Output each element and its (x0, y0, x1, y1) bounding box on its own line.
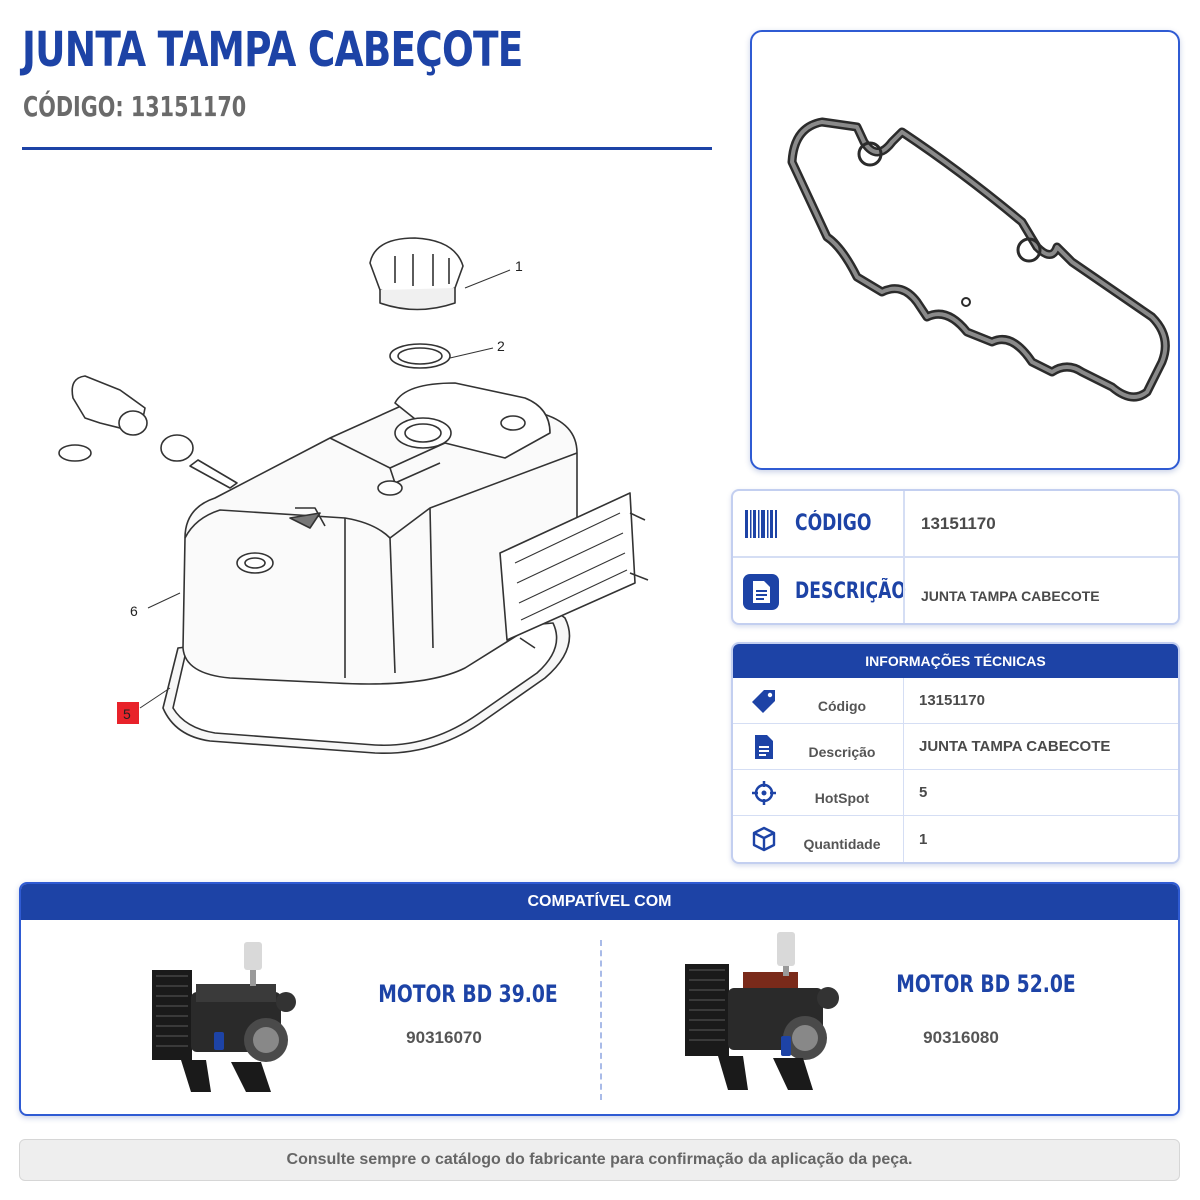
cell-divider (903, 558, 905, 623)
exploded-diagram: 1 2 6 5 (58, 237, 649, 755)
tag-icon (747, 678, 781, 723)
compatibility-section: COMPATÍVEL COM MOTOR BD 39.0E 90316070 M… (19, 882, 1180, 1116)
hotspot-highlight (117, 702, 139, 724)
engine-code-bd52: 90316080 (923, 1028, 999, 1047)
disclaimer-note: Consulte sempre o catálogo do fabricante… (19, 1139, 1180, 1181)
tech-code-label: Código (817, 697, 867, 714)
tech-description-value: JUNTA TAMPA CABECOTE (919, 738, 1111, 755)
tech-row-code: Código 13151170 (733, 678, 1178, 724)
cell-divider (903, 770, 904, 815)
engine-name-bd39: MOTOR BD 39.0E (378, 980, 558, 1008)
engine-name-bd52: MOTOR BD 52.0E (896, 970, 1076, 998)
cell-divider (903, 491, 905, 556)
document-icon (733, 558, 788, 623)
cell-divider (903, 724, 904, 769)
gasket-photo (787, 117, 1170, 402)
tech-hotspot-label: HotSpot (814, 789, 870, 806)
summary-row-description: DESCRIÇÃO JUNTA TAMPA CABECOTE (733, 558, 1178, 623)
tech-description-label: Descrição (808, 743, 876, 760)
product-image-card (750, 30, 1180, 470)
callout-1: 1 (515, 258, 523, 274)
cell-divider (903, 816, 904, 862)
barcode-icon (733, 491, 788, 556)
engine-photo-bd52 (685, 932, 839, 1090)
summary-description-label: DESCRIÇÃO (795, 579, 906, 604)
box-icon (747, 816, 781, 862)
tech-quantity-label: Quantidade (803, 836, 881, 852)
tech-code-value: 13151170 (919, 692, 985, 709)
tech-row-hotspot: HotSpot 5 (733, 770, 1178, 816)
summary-row-code: CÓDIGO 13151170 (733, 491, 1178, 558)
tech-hotspot-value: 5 (919, 784, 928, 801)
callout-5: 5 (123, 706, 131, 722)
summary-description-value: JUNTA TAMPA CABECOTE (921, 587, 1100, 604)
compatibility-header: COMPATÍVEL COM (21, 884, 1178, 920)
title-divider (22, 147, 712, 150)
callout-2: 2 (497, 338, 505, 354)
part-code-subtitle: CÓDIGO: 13151170 (23, 90, 247, 123)
tech-row-quantity: Quantidade 1 (733, 816, 1178, 862)
page-title: JUNTA TAMPA CABEÇOTE (22, 22, 523, 78)
technical-info-header: INFORMAÇÕES TÉCNICAS (733, 644, 1178, 678)
engine-photo-bd39 (152, 942, 296, 1092)
compat-divider (600, 940, 602, 1100)
tech-quantity-value: 1 (919, 830, 928, 848)
document-icon (747, 724, 781, 769)
nameplate (499, 492, 636, 641)
callout-6: 6 (130, 603, 138, 619)
cell-divider (903, 678, 904, 723)
technical-info-card: INFORMAÇÕES TÉCNICAS Código 13151170 Des… (731, 642, 1180, 864)
tech-row-description: Descrição JUNTA TAMPA CABECOTE (733, 724, 1178, 770)
summary-card: CÓDIGO 13151170 DESCRIÇÃO JUNTA TAMPA CA… (731, 489, 1180, 625)
engine-code-bd39: 90316070 (406, 1028, 482, 1047)
summary-code-label: CÓDIGO (795, 511, 872, 536)
summary-code-value: 13151170 (921, 513, 996, 533)
valve-cover (182, 392, 578, 685)
crosshair-icon (747, 770, 781, 815)
